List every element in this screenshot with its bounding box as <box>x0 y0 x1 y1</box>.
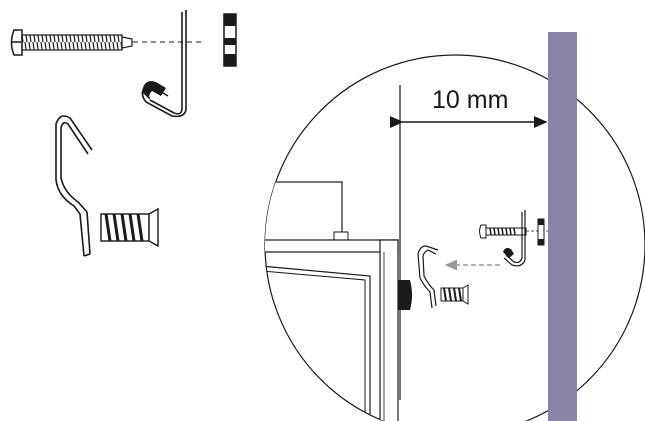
wall-plug-icon <box>100 207 159 248</box>
dimension-arrow: 10 mm <box>390 86 548 128</box>
detail-magnifier: 10 mm <box>264 32 645 421</box>
dimension-label: 10 mm <box>432 86 508 114</box>
appliance-edge <box>265 181 412 421</box>
wall <box>548 32 577 421</box>
hook-detail-icon <box>417 245 439 309</box>
screw-icon <box>10 29 205 56</box>
spacer-icon <box>223 13 237 67</box>
spacer-detail-icon <box>537 218 545 246</box>
wall-clip-icon <box>141 10 187 118</box>
hook-icon <box>55 115 93 257</box>
clip-detail-icon <box>503 210 526 267</box>
plug-detail-icon <box>440 284 469 305</box>
screw-detail-icon <box>479 224 548 239</box>
